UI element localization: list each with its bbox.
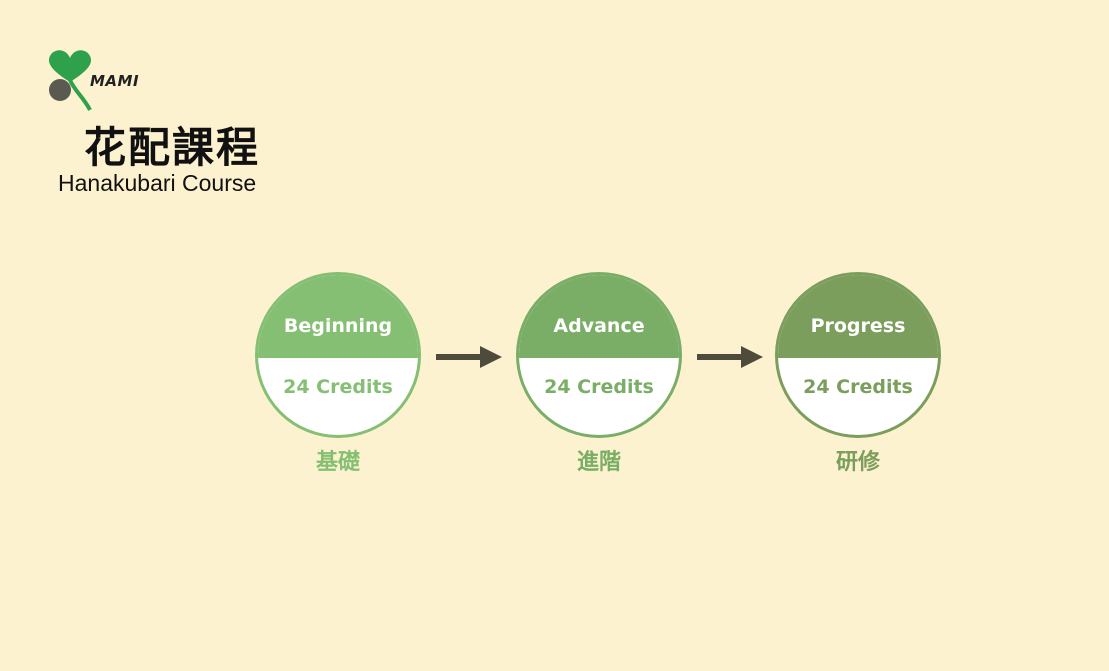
stage-credits: 24 Credits [803,376,913,399]
right-arrow-icon [697,346,763,368]
stage-circle-progress: Progress 24 Credits [775,272,941,438]
page-subtitle: Hanakubari Course [58,170,257,196]
right-arrow-icon [436,346,502,368]
stage-label-advance: 進階 [576,450,621,475]
stage-credits: 24 Credits [283,376,393,399]
logo-text: MAMI [90,72,140,90]
stage-credits: 24 Credits [544,376,654,399]
stage-circle-beginning: Beginning 24 Credits [255,272,421,438]
stage-name: Beginning [258,275,418,359]
heart-logo-icon [48,50,92,111]
stage-circle-advance: Advance 24 Credits [516,272,682,438]
mami-logo [44,46,154,114]
stage-label-beginning: 基礎 [315,450,360,475]
stage-name: Advance [519,275,679,359]
stage-name: Progress [778,275,938,359]
page-title: 花配課程 [84,123,261,172]
stage-label-progress: 研修 [835,450,880,475]
